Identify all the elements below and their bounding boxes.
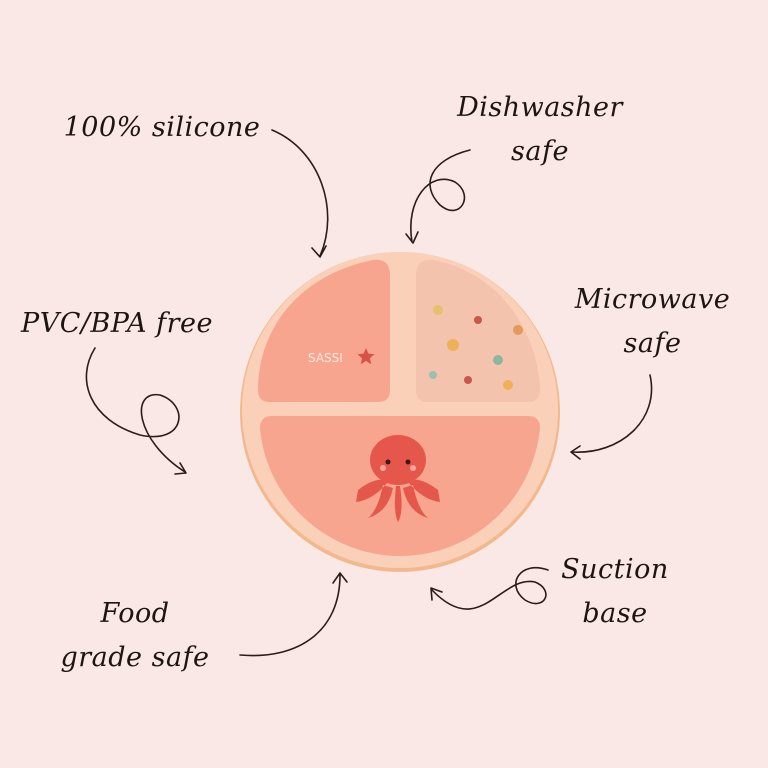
label-pvc: PVC/BPA free [21,308,213,339]
label-dishwasher: Dishwasher safe [445,86,635,174]
arrow-microwave [570,374,653,460]
arrow-suction [430,567,549,610]
label-food-line1: Food [100,598,170,629]
plate-logo: SASSI [308,351,343,365]
arrow-pvc [85,347,187,475]
label-microwave-line1: Microwave [574,284,731,315]
label-food-line2: grade safe [60,642,210,673]
arrow-food [239,572,348,657]
octopus-icon [356,435,440,522]
arrow-silicone [271,129,329,258]
label-silicone: 100% silicone [63,112,261,143]
label-microwave-line2: safe [623,328,682,359]
label-suction-line1: Suction [561,554,669,585]
label-microwave: Microwave safe [555,278,750,366]
label-food: Food grade safe [30,592,240,680]
label-dishwasher-line2: safe [511,136,569,167]
silicone-plate: SASSI [240,252,560,572]
arrow-dishwasher [405,149,471,244]
compartment-top-right [416,259,540,402]
label-suction-line2: base [582,598,648,629]
compartment-top-left [258,259,390,402]
sea-pattern [429,305,523,390]
label-suction: Suction base [540,548,690,636]
starfish-icon [357,348,375,365]
label-dishwasher-line1: Dishwasher [457,92,623,123]
